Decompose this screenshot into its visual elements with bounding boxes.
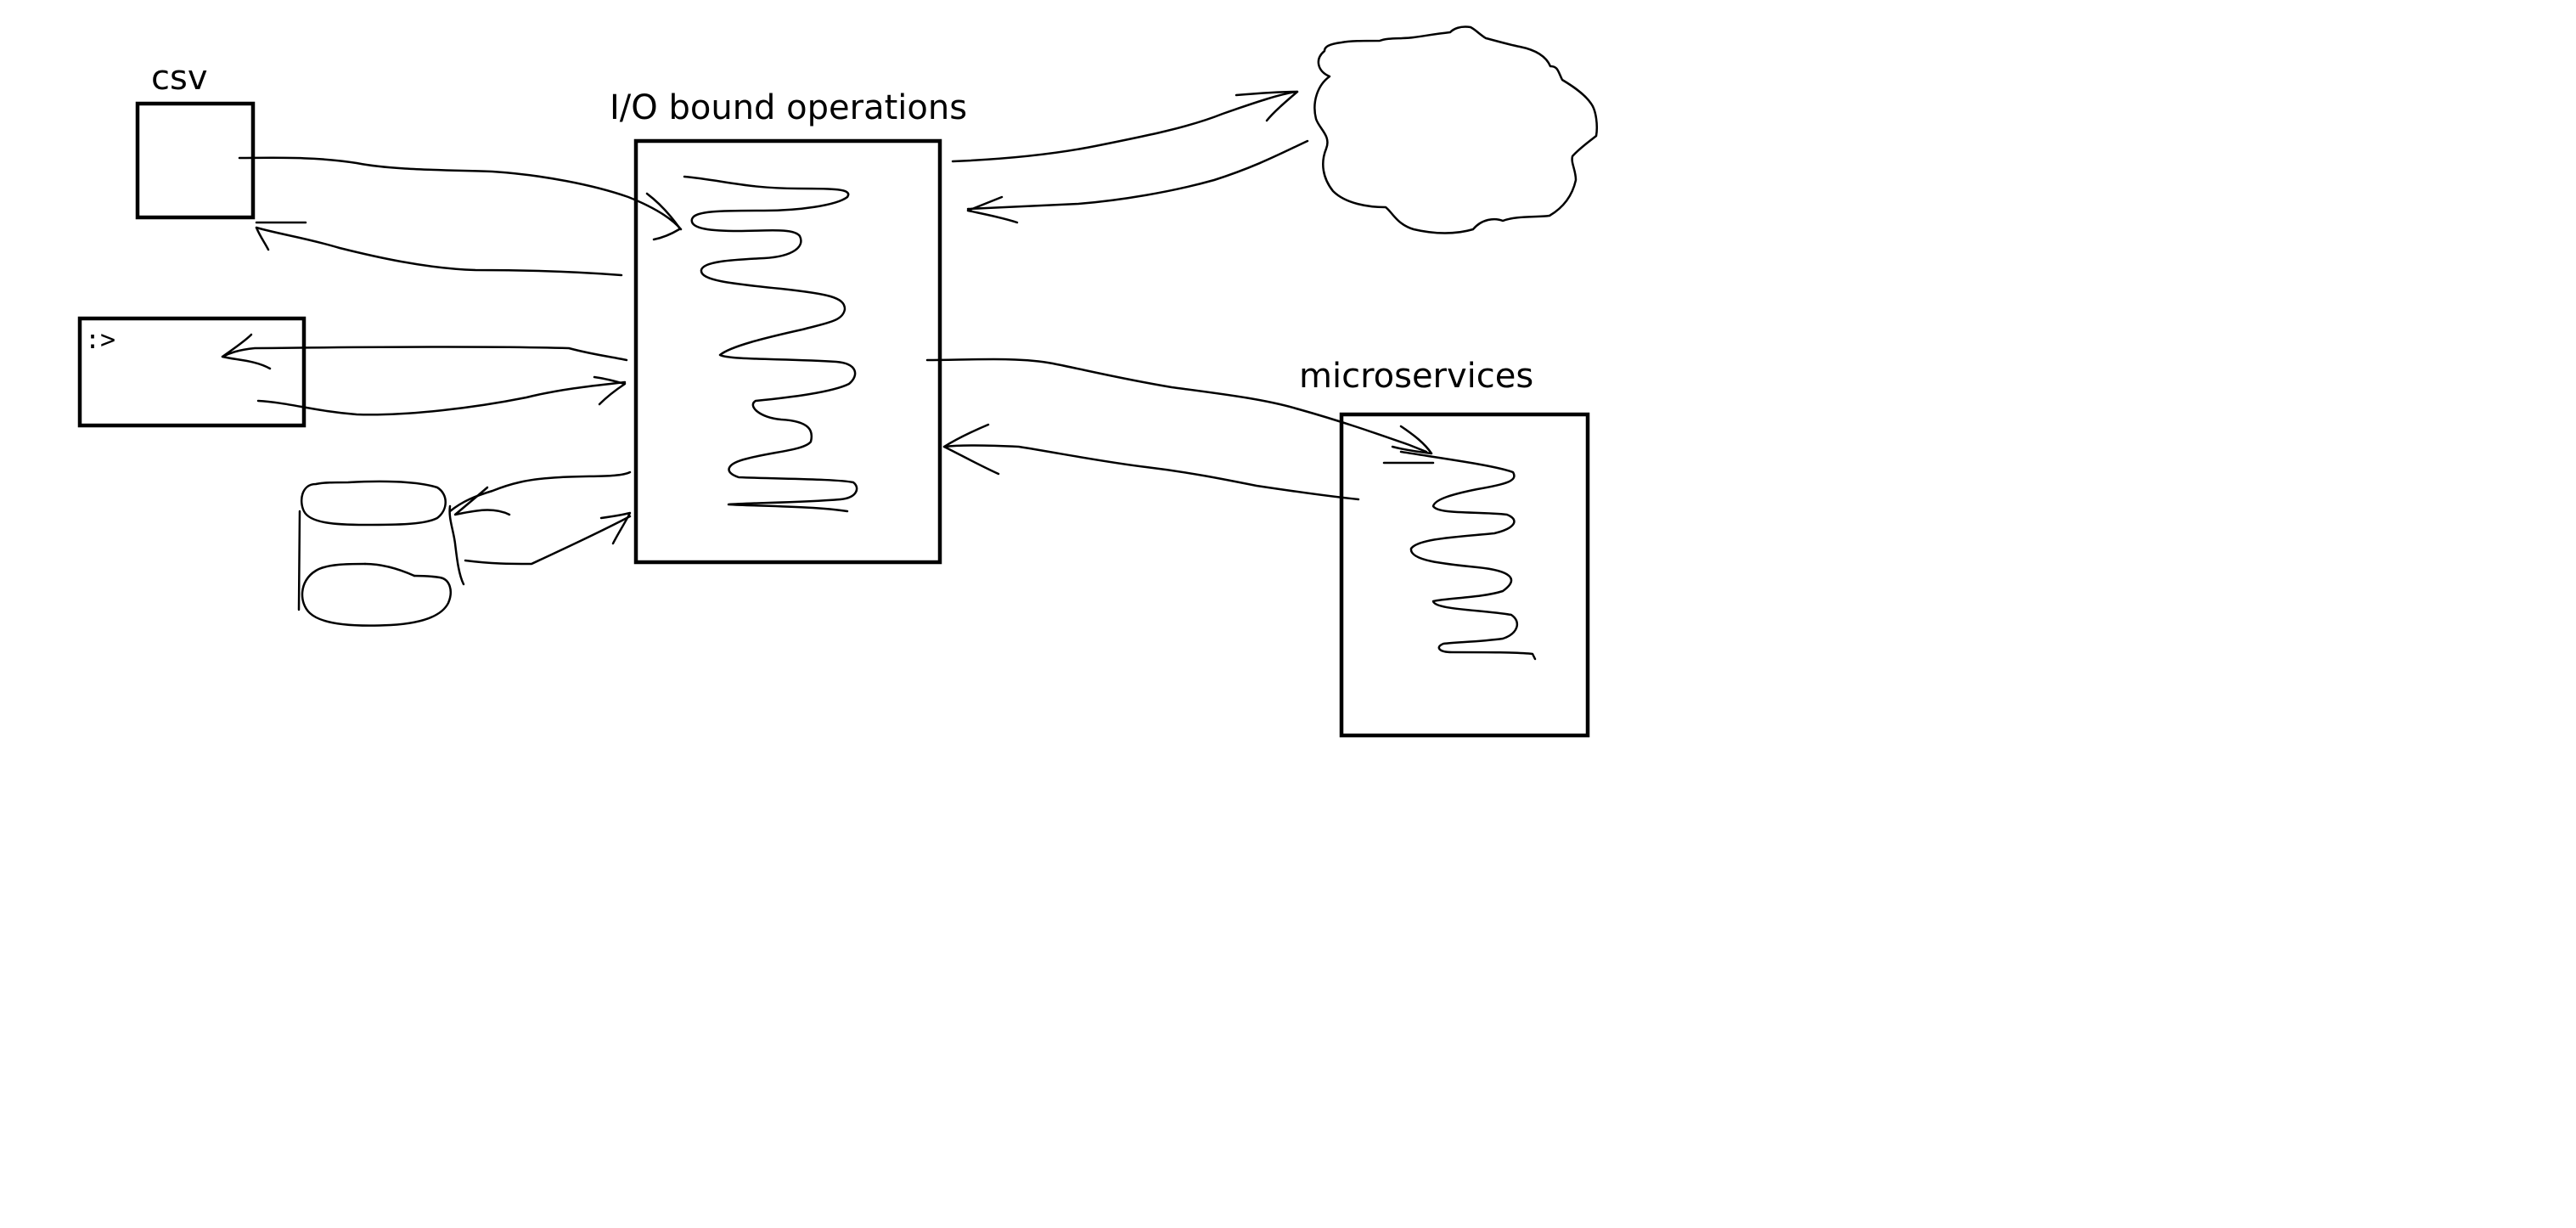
database-to-process-arrow xyxy=(464,515,632,566)
process-to-database-arrow xyxy=(448,470,632,513)
csv-file-node: csv xyxy=(135,59,256,220)
process-to-cloud-arrowhead xyxy=(1235,90,1299,122)
database-left-side xyxy=(297,510,301,611)
microservices-to-process-arrow xyxy=(942,444,1360,501)
cloud-icon xyxy=(1313,25,1598,234)
microservices-connection xyxy=(925,358,1433,501)
process-to-terminal-arrow xyxy=(221,346,628,362)
io-process-box xyxy=(633,138,942,565)
io-bound-label: I/O bound operations xyxy=(610,88,967,127)
database-top-ellipse xyxy=(301,480,447,527)
squiggle-process-icon xyxy=(683,175,858,513)
io-bound-operations-node: I/O bound operations xyxy=(610,88,967,565)
process-to-microservices-arrowhead xyxy=(1391,425,1433,455)
database-bracket xyxy=(448,504,465,586)
terminal-window-icon xyxy=(77,316,307,428)
database-cylinder-icon xyxy=(297,480,452,627)
process-to-database-arrowhead xyxy=(453,486,511,516)
process-to-terminal-arrowhead xyxy=(221,333,272,370)
process-to-csv-arrowhead xyxy=(255,221,307,251)
microservices-to-process-arrowhead xyxy=(942,423,1000,476)
terminal-node: :> xyxy=(77,316,307,428)
process-to-cloud-arrow xyxy=(951,90,1299,163)
terminal-connection xyxy=(221,333,628,416)
process-to-microservices-arrow xyxy=(925,358,1428,453)
microservices-node: microservices xyxy=(1299,357,1590,738)
csv-connection xyxy=(238,156,683,277)
process-to-csv-arrow xyxy=(255,226,623,277)
squiggle-process-icon xyxy=(1382,450,1537,661)
csv-file-icon xyxy=(135,101,256,220)
cloud-to-process-arrowhead xyxy=(966,195,1019,224)
cloud-connection xyxy=(951,90,1309,224)
database-connection xyxy=(448,470,632,586)
database-to-process-arrowhead xyxy=(599,511,632,545)
csv-to-process-arrow xyxy=(238,156,683,231)
terminal-to-process-arrowhead xyxy=(593,375,627,406)
database-bottom xyxy=(301,562,452,627)
terminal-prompt: :> xyxy=(85,325,115,355)
database-bottom-join xyxy=(363,562,416,577)
microservices-box xyxy=(1339,412,1590,738)
cloud-to-process-arrow xyxy=(966,139,1309,211)
csv-to-process-arrowhead xyxy=(645,192,681,241)
microservices-label: microservices xyxy=(1299,357,1533,396)
csv-label: csv xyxy=(151,59,208,98)
terminal-to-process-arrow xyxy=(256,380,627,416)
